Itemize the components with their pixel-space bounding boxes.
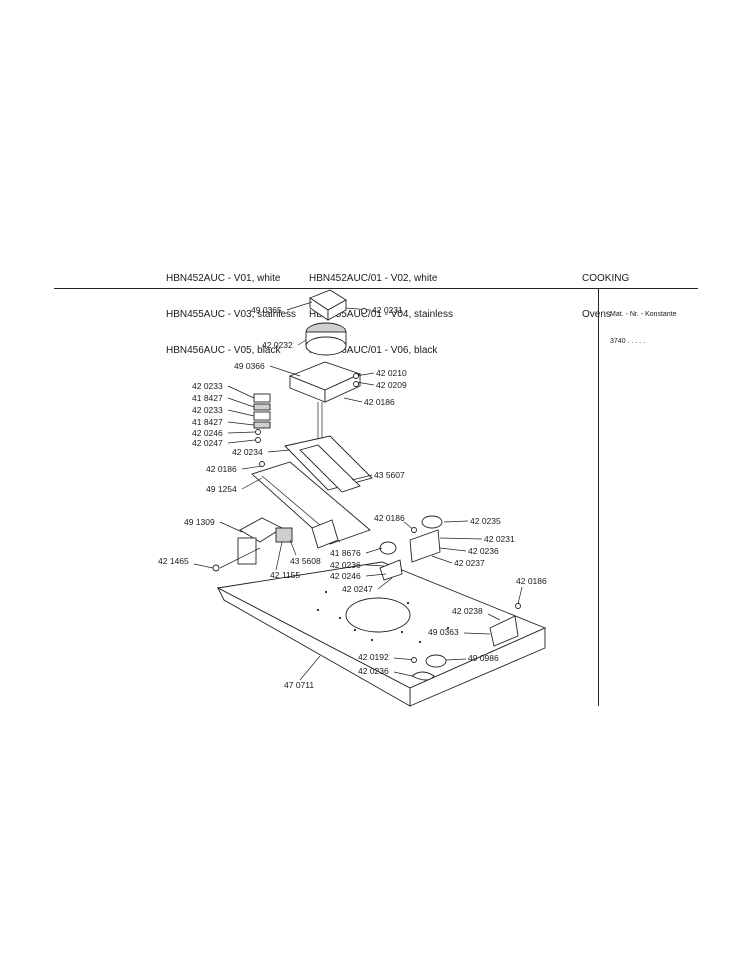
part-label: 42 0231 bbox=[372, 305, 403, 315]
model-list-right: HBN452AUC/01 - V02, white HBN455AUC/01 -… bbox=[309, 249, 453, 369]
part-label: 42 0186 bbox=[516, 576, 547, 586]
part-label: 42 0235 bbox=[470, 516, 501, 526]
part-label: 43 5607 bbox=[374, 470, 405, 480]
part-label: 41 8427 bbox=[192, 393, 223, 403]
thermostat-parts bbox=[379, 515, 519, 681]
model-line: HBN456AUC/01 - V06, black bbox=[309, 345, 438, 356]
part-label: 49 0365 bbox=[251, 305, 282, 315]
model-line: HBN455AUC/01 - V04, stainless bbox=[309, 309, 453, 320]
part-label: 42 0231 bbox=[484, 534, 515, 544]
model-line: HBN452AUC - V01, white bbox=[166, 273, 281, 284]
lock-motor-unit bbox=[212, 517, 339, 572]
part-label: 42 0232 bbox=[262, 340, 293, 350]
part-label: 42 0210 bbox=[376, 368, 407, 378]
part-label: 42 0209 bbox=[376, 380, 407, 390]
slide-rail bbox=[251, 435, 373, 545]
category-title: COOKING bbox=[582, 273, 630, 284]
part-label: 42 0192 bbox=[358, 652, 389, 662]
part-label: 42 0234 bbox=[232, 447, 263, 457]
part-label: 42 0186 bbox=[374, 513, 405, 523]
column-rule bbox=[598, 288, 599, 706]
screw-icons bbox=[259, 308, 521, 663]
part-label: 49 0986 bbox=[468, 653, 499, 663]
part-label: 42 0186 bbox=[206, 464, 237, 474]
part-label: 42 0247 bbox=[192, 438, 223, 448]
part-label: 49 1254 bbox=[206, 484, 237, 494]
model-line: HBN456AUC - V05, black bbox=[166, 345, 281, 356]
part-label: 42 1155 bbox=[270, 570, 300, 580]
part-label: 42 0238 bbox=[452, 606, 483, 616]
part-label: 42 0233 bbox=[192, 381, 223, 391]
part-label: 49 0363 bbox=[428, 627, 459, 637]
category-block: COOKING Ovens bbox=[582, 249, 629, 333]
part-label: 41 8676 bbox=[330, 548, 361, 558]
part-label: 42 0236 bbox=[468, 546, 499, 556]
part-label: 42 0246 bbox=[192, 428, 223, 438]
model-list-left: HBN452AUC - V01, white HBN455AUC - V03, … bbox=[166, 249, 296, 369]
header-rule bbox=[54, 288, 698, 289]
leader-lines bbox=[193, 301, 523, 681]
model-line: HBN455AUC - V03, stainless bbox=[166, 309, 297, 320]
material-number-label: Mat. - Nr. - Konstante bbox=[610, 311, 677, 318]
part-labels: 49 0365 42 0231 42 0232 49 0366 42 0210 … bbox=[158, 305, 547, 690]
base-plate bbox=[216, 561, 547, 707]
material-number-block: Mat. - Nr. - Konstante 3740 . . . . . bbox=[610, 292, 677, 355]
part-label: 43 5608 bbox=[290, 556, 321, 566]
part-label: 42 0247 bbox=[342, 584, 373, 594]
part-label: 42 0236 bbox=[358, 666, 389, 676]
part-label: 49 0366 bbox=[234, 361, 265, 371]
part-label: 42 0236 bbox=[330, 560, 361, 570]
part-label: 42 0246 bbox=[330, 571, 361, 581]
part-label: 47 0711 bbox=[284, 680, 314, 690]
part-label: 42 0186 bbox=[364, 397, 395, 407]
part-label: 42 0233 bbox=[192, 405, 223, 415]
motor-assembly bbox=[288, 289, 362, 450]
model-line: HBN452AUC/01 - V02, white bbox=[309, 273, 438, 284]
part-label: 41 8427 bbox=[192, 417, 223, 427]
part-label: 49 1309 bbox=[184, 517, 215, 527]
switch-stack bbox=[253, 393, 271, 443]
material-number-value: 3740 . . . . . bbox=[610, 338, 646, 345]
part-label: 42 1465 bbox=[158, 556, 189, 566]
part-label: 42 0237 bbox=[454, 558, 485, 568]
category-subtitle: Ovens bbox=[582, 309, 611, 320]
